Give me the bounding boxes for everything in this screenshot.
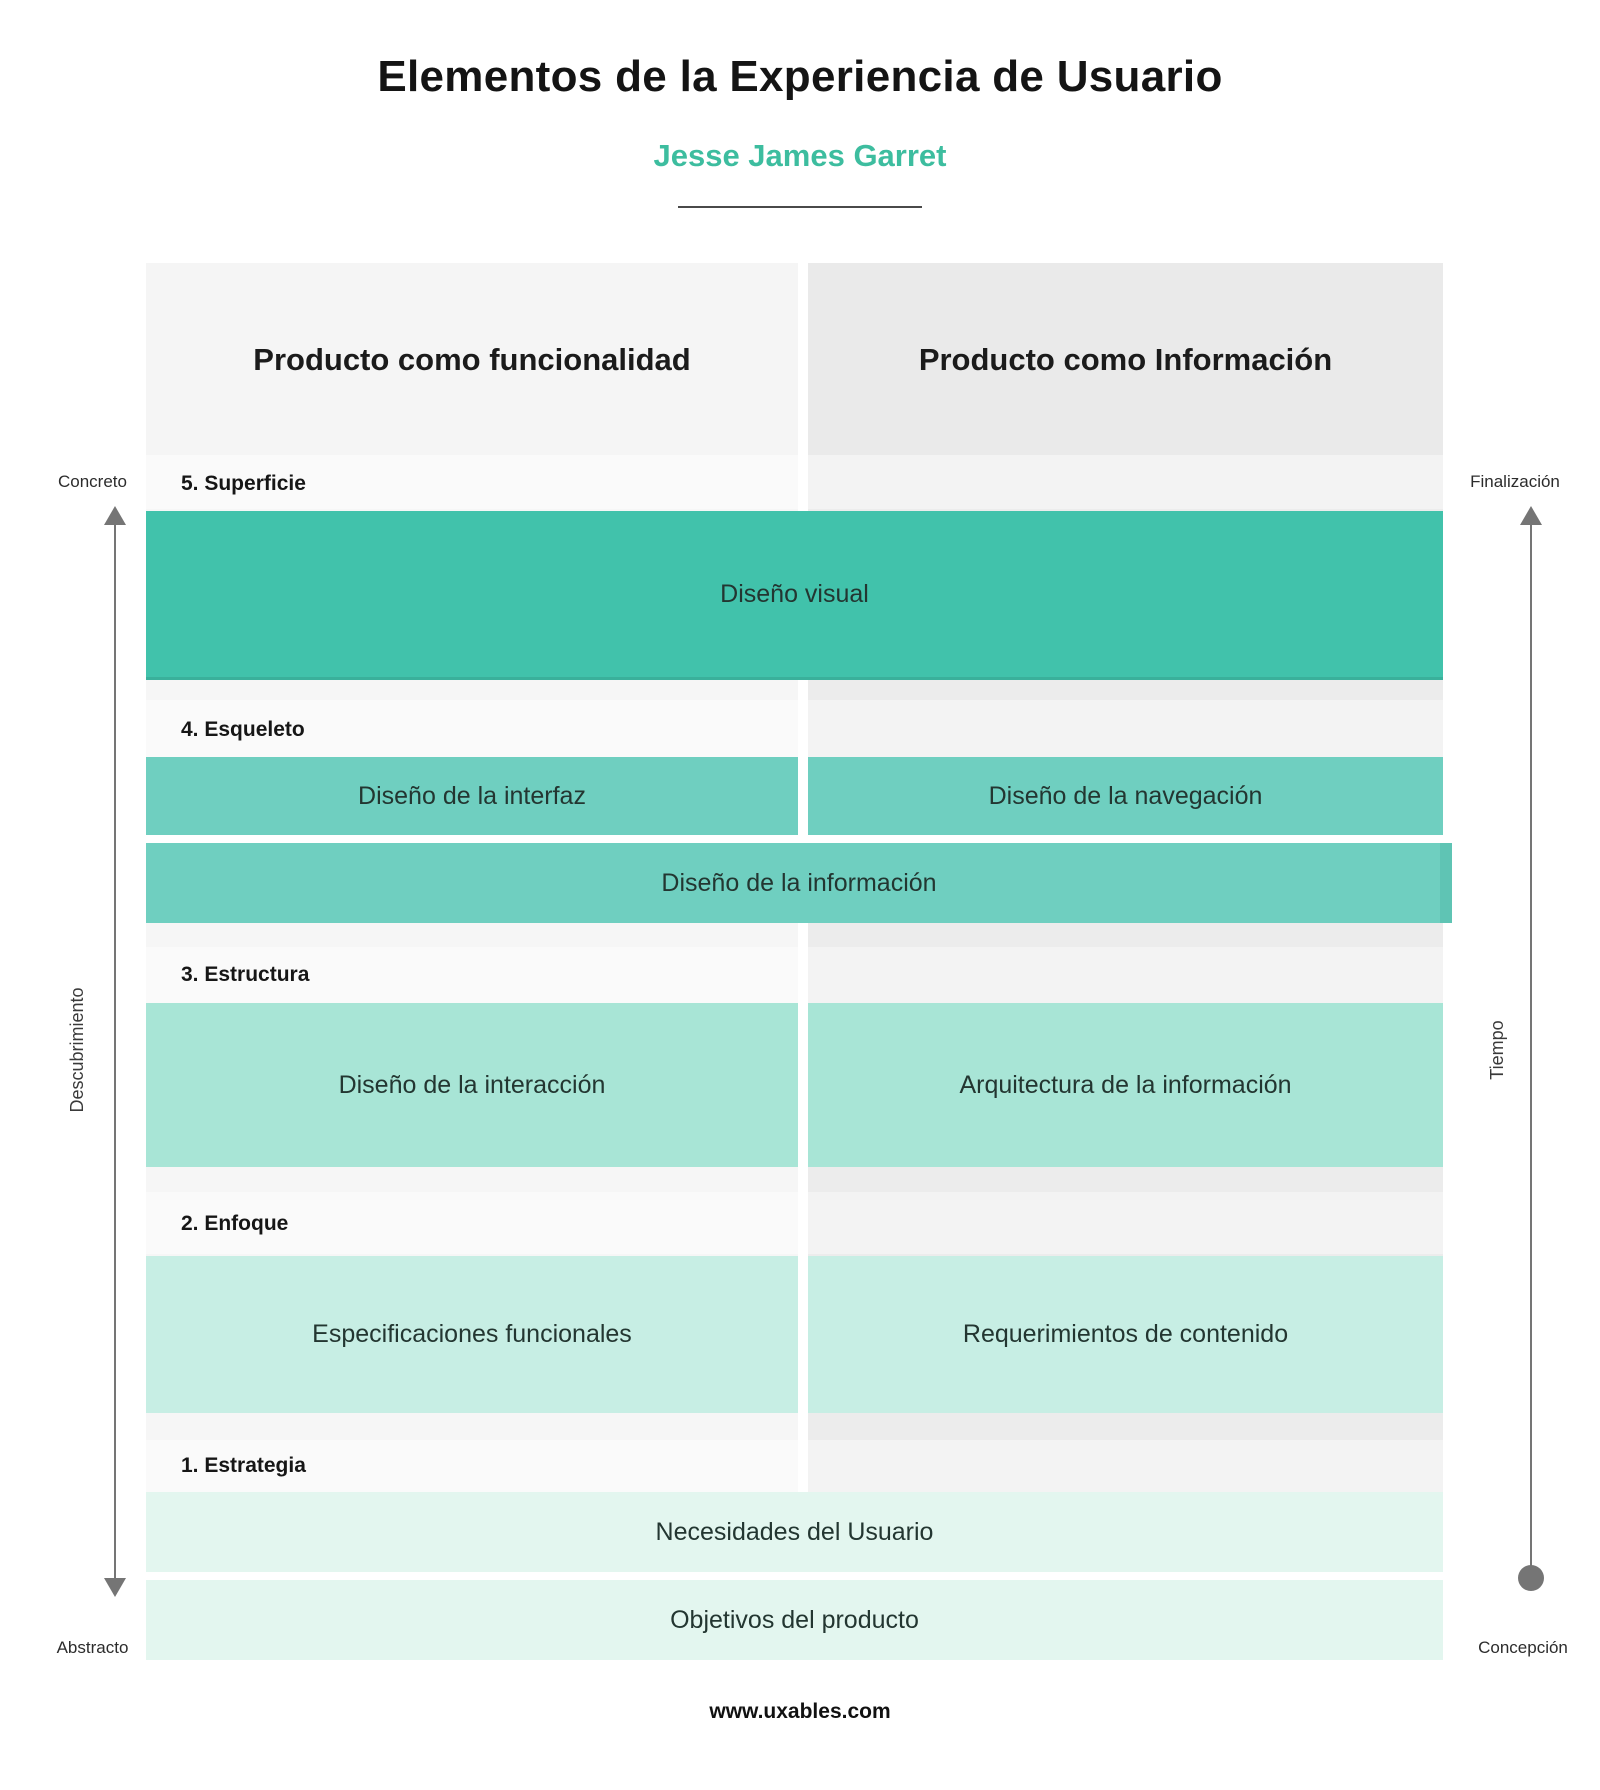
bar-diseno-navegacion: Diseño de la navegación [808,757,1443,835]
strip-enfoque-left [146,1192,798,1254]
strip-esqueleto-right [808,700,1443,757]
strip-superficie-left [146,455,798,509]
right-axis-label: Tiempo [1487,1020,1507,1080]
row-gap [146,835,1452,843]
page-title: Elementos de la Experiencia de Usuario [377,52,1223,101]
strip-estrategia-left [146,1440,798,1494]
right-axis-arrow-line [1530,524,1532,1566]
left-axis-bottom-label: Abstracto [56,1638,129,1657]
right-axis-top-label: Finalización [1470,472,1560,491]
origin-dot-icon [1518,1565,1544,1591]
section-label-superficie: 5. Superficie [181,472,306,495]
strip-estructura-left [146,947,798,1003]
left-axis-arrow-line [114,524,116,1580]
bar-arquitectura-informacion: Arquitectura de la información [808,1003,1443,1167]
section-label-estrategia: 1. Estrategia [181,1454,306,1477]
bar-diseno-interfaz: Diseño de la interfaz [146,757,798,835]
bar-especificaciones-funcionales: Especificaciones funcionales [146,1256,798,1413]
subtitle-author: Jesse James Garret [653,138,947,173]
left-axis-label: Descubrimiento [67,987,87,1113]
arrowhead-down-icon [104,1578,126,1597]
left-axis-top-label: Concreto [58,472,127,491]
right-axis-bottom-label: Concepción [1478,1638,1568,1657]
column-header-funcionalidad: Producto como funcionalidad [146,263,798,455]
strip-estrategia-right [808,1440,1443,1494]
row-gap [146,1572,1443,1580]
column-header-informacion: Producto como Información [808,263,1443,455]
bar-diseno-informacion-edge [1440,843,1452,923]
title-divider [678,206,922,208]
section-label-esqueleto: 4. Esqueleto [181,718,305,741]
section-label-enfoque: 2. Enfoque [181,1212,289,1235]
bar-diseno-informacion: Diseño de la información [146,843,1452,923]
website-url: www.uxables.com [709,1700,891,1723]
strip-estructura-right [808,947,1443,1003]
bar-objetivos-producto: Objetivos del producto [146,1580,1443,1660]
section-label-estructura: 3. Estructura [181,963,310,986]
strip-superficie-right [808,455,1443,509]
bar-diseno-interaccion: Diseño de la interacción [146,1003,798,1167]
bar-necesidades-usuario: Necesidades del Usuario [146,1492,1443,1572]
bar-diseno-visual: Diseño visual [146,511,1443,680]
strip-esqueleto-left [146,700,798,757]
arrowhead-up-icon [1520,506,1542,525]
bar-requerimientos-contenido: Requerimientos de contenido [808,1256,1443,1413]
strip-enfoque-right [808,1192,1443,1254]
arrowhead-up-icon [104,506,126,525]
